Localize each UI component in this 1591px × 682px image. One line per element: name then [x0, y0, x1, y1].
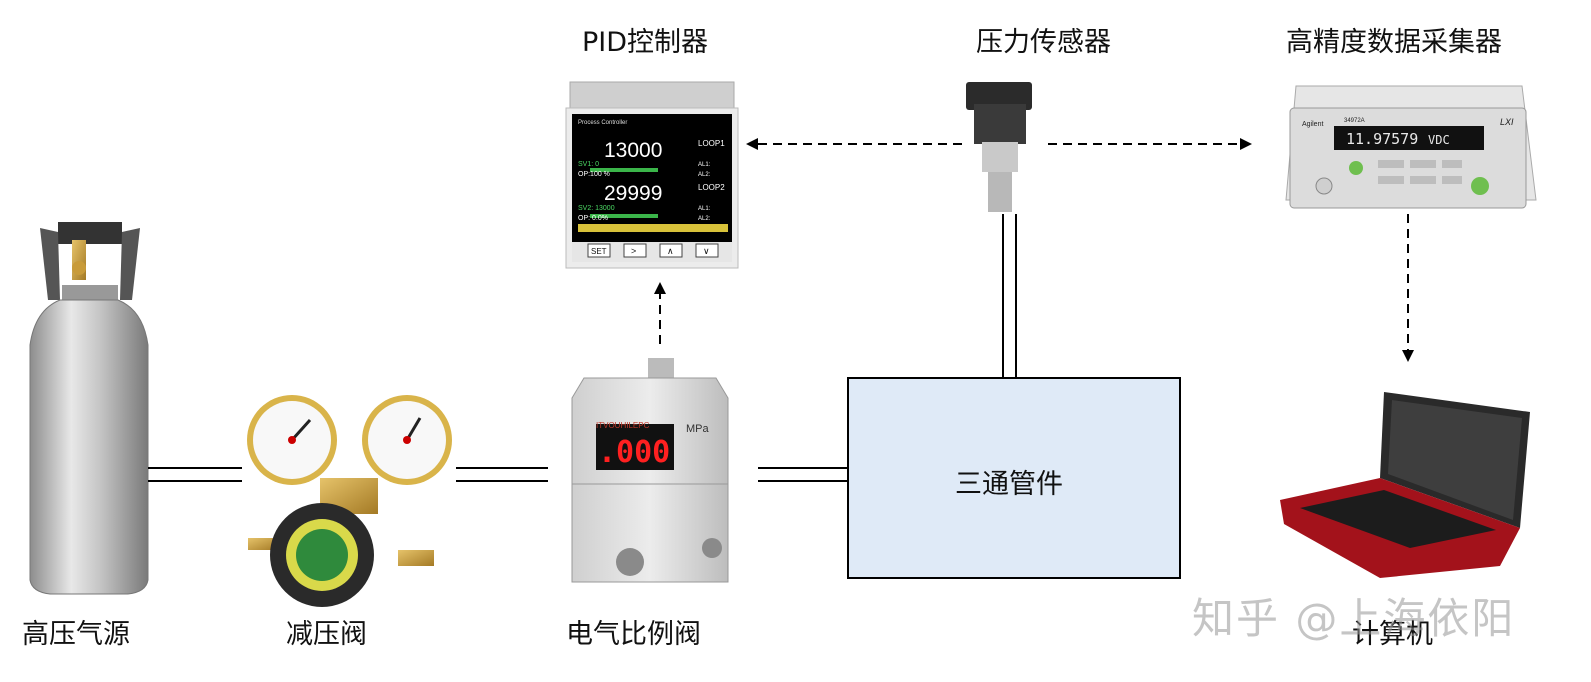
proportional-valve-image	[571, 358, 729, 583]
daq-logo: LXI	[1500, 117, 1514, 127]
data-acquisition-image	[1285, 85, 1537, 209]
pid-op1: OP:100 %	[578, 171, 610, 178]
tee-fitting-box	[847, 377, 1181, 579]
pid-header: Process Controller	[578, 120, 627, 126]
label-gas-source: 高压气源	[22, 619, 130, 650]
daq-unit: VDC	[1428, 133, 1450, 147]
pressure-sensor-image	[966, 82, 1032, 212]
label-pressure-sensor: 压力传感器	[976, 27, 1111, 58]
label-data-acquisition: 高精度数据采集器	[1286, 27, 1502, 58]
label-pid-controller: PID控制器	[582, 27, 709, 58]
pid-key-set: SET	[591, 247, 607, 256]
pid-controller-image	[565, 81, 739, 269]
pipes	[148, 214, 1017, 482]
daq-reading: 11.97579	[1346, 130, 1418, 148]
pid-loop2: LOOP2	[698, 183, 725, 192]
pid-al2-a: AL2:	[698, 172, 711, 178]
label-computer: 计算机	[1352, 619, 1433, 650]
daq-brand: Agilent	[1302, 121, 1323, 128]
gas-cylinder-image	[29, 222, 149, 595]
watermark: 知乎 @上海依阳	[1192, 594, 1516, 643]
laptop-image	[1280, 392, 1530, 578]
pid-al1-a: AL1:	[698, 162, 711, 168]
pid-key-down: ∨	[703, 247, 710, 257]
pid-key-right: >	[631, 246, 636, 256]
valve-reading: .000	[598, 435, 670, 470]
pid-key-up: ∧	[667, 247, 674, 257]
pressure-reducer-image	[247, 395, 452, 607]
daq-model: 34972A	[1344, 118, 1365, 124]
pid-loop1: LOOP1	[698, 139, 725, 148]
pid-al1-b: AL1:	[698, 206, 711, 212]
pid-al2-b: AL2:	[698, 216, 711, 222]
label-reducer: 减压阀	[286, 619, 367, 650]
pid-op2: OP: 0.0%	[578, 215, 608, 222]
signal-arrows	[654, 138, 1414, 362]
valve-unit: MPa	[686, 423, 710, 435]
pid-pv1: 13000	[604, 139, 662, 162]
pid-pv2: 29999	[604, 182, 662, 205]
pid-keys	[587, 243, 719, 258]
pid-sv2: SV2: 13000	[578, 205, 615, 212]
label-tee: 三通管件	[955, 469, 1063, 500]
label-proportional-valve: 电气比例阀	[566, 619, 701, 650]
valve-brand: ITVOUHILEPC	[596, 421, 650, 430]
pid-sv1: SV1: 0	[578, 161, 599, 168]
